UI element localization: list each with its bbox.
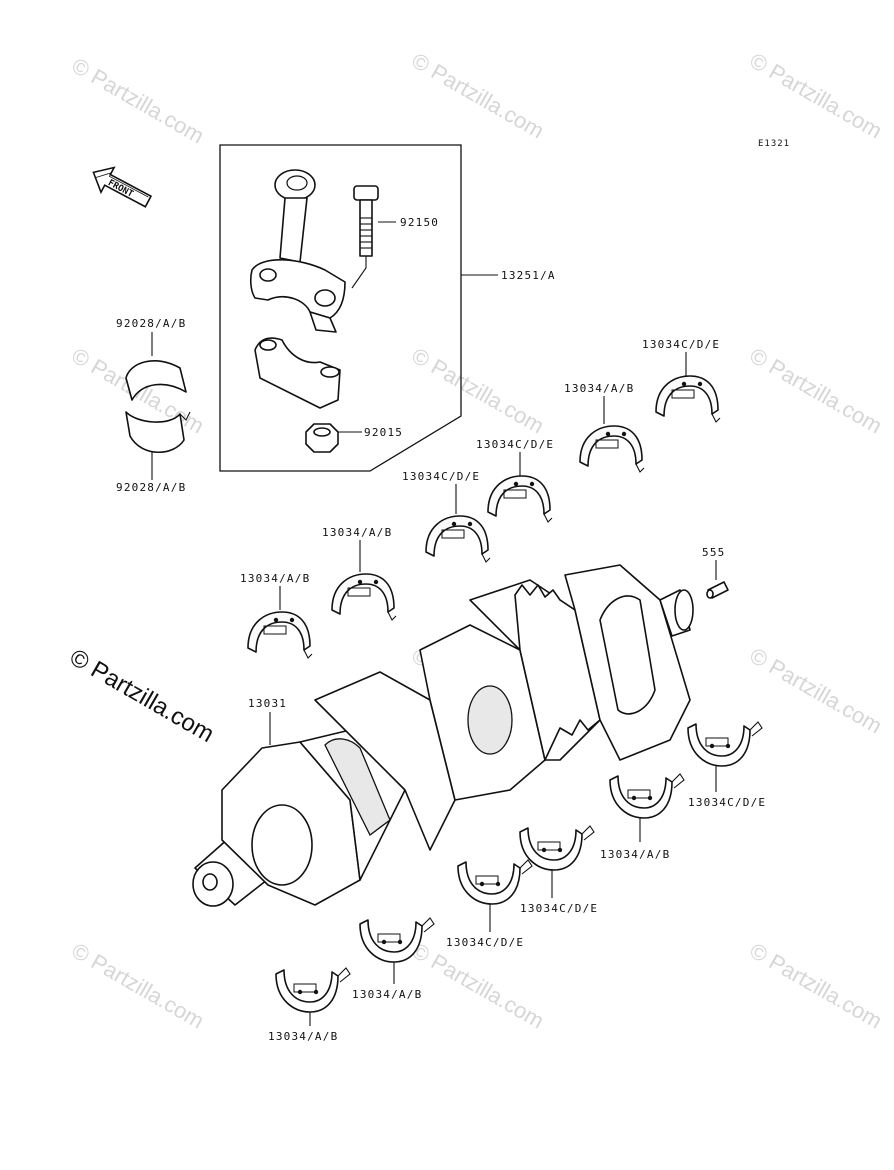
watermark: © Partzilla.com bbox=[746, 343, 887, 439]
front-arrow-icon: FRONT bbox=[92, 166, 153, 208]
upper-bearing-1 bbox=[247, 611, 313, 659]
watermark-dark: © Partzilla.com bbox=[65, 644, 219, 748]
conrod-bearing-top bbox=[125, 360, 187, 401]
watermark: © Partzilla.com bbox=[68, 938, 209, 1034]
lower-bearing-5 bbox=[609, 773, 685, 819]
label-upper-bearing-3: 13034C/D/E bbox=[402, 470, 480, 483]
conrod-bolt bbox=[351, 185, 396, 289]
label-conrod-bearing-top: 92028/A/B bbox=[116, 317, 186, 330]
label-lower-bearing-6: 13034C/D/E bbox=[688, 796, 766, 809]
watermark-layer: © Partzilla.com © Partzilla.com © Partzi… bbox=[65, 48, 886, 1034]
label-conrod-bolt: 92150 bbox=[400, 216, 439, 229]
lower-bearing-1 bbox=[275, 967, 351, 1013]
label-conrod-assembly: 13251/A bbox=[501, 269, 556, 282]
connecting-rod bbox=[249, 169, 346, 333]
conrod-bearing-bottom bbox=[125, 411, 191, 453]
upper-bearing-5 bbox=[579, 425, 645, 473]
upper-bearing-3 bbox=[425, 515, 491, 563]
label-upper-bearing-5: 13034/A/B bbox=[564, 382, 634, 395]
label-lower-bearing-1: 13034/A/B bbox=[268, 1030, 338, 1043]
label-upper-bearing-2: 13034/A/B bbox=[322, 526, 392, 539]
watermark: © Partzilla.com bbox=[746, 48, 887, 144]
upper-bearing-6 bbox=[655, 375, 721, 423]
label-lower-bearing-5: 13034/A/B bbox=[600, 848, 670, 861]
watermark: © Partzilla.com bbox=[408, 938, 549, 1034]
label-upper-bearing-1: 13034/A/B bbox=[240, 572, 310, 585]
connecting-rod-cap bbox=[254, 337, 341, 409]
label-lower-bearing-3: 13034C/D/E bbox=[446, 936, 524, 949]
label-conrod-nut: 92015 bbox=[364, 426, 403, 439]
watermark: © Partzilla.com bbox=[408, 48, 549, 144]
crankshaft bbox=[192, 564, 694, 907]
label-lower-bearing-2: 13034/A/B bbox=[352, 988, 422, 1001]
watermark: © Partzilla.com bbox=[746, 643, 887, 739]
upper-bearing-2 bbox=[331, 573, 397, 621]
watermark: © Partzilla.com bbox=[408, 343, 549, 439]
label-dowel-pin: 555 bbox=[702, 546, 725, 559]
label-upper-bearing-6: 13034C/D/E bbox=[642, 338, 720, 351]
lower-bearing-3 bbox=[457, 859, 533, 905]
lower-bearing-4 bbox=[519, 825, 595, 871]
lower-bearing-6 bbox=[687, 721, 763, 767]
upper-bearing-4 bbox=[487, 475, 553, 523]
watermark: © Partzilla.com bbox=[68, 53, 209, 149]
conrod-assembly-box bbox=[219, 144, 498, 472]
label-conrod-bearing-bottom: 92028/A/B bbox=[116, 481, 186, 494]
watermark: © Partzilla.com bbox=[746, 938, 887, 1034]
label-crankshaft: 13031 bbox=[248, 697, 287, 710]
conrod-nut bbox=[305, 423, 362, 453]
label-upper-bearing-4: 13034C/D/E bbox=[476, 438, 554, 451]
diagram-code: E1321 bbox=[758, 139, 790, 149]
label-lower-bearing-4: 13034C/D/E bbox=[520, 902, 598, 915]
dowel-pin bbox=[706, 560, 729, 599]
